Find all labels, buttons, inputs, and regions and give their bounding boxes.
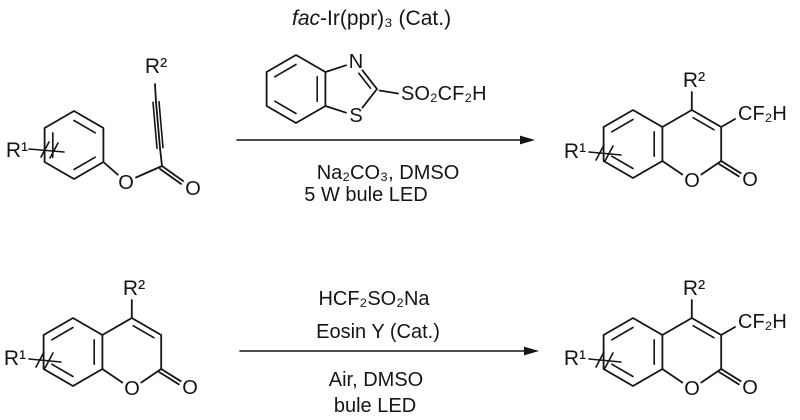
carbonyl-double-bond (720, 160, 742, 175)
arrow-head (520, 135, 535, 145)
c3-c4-double-bond (692, 324, 715, 339)
reaction1-conditions-line2: 5 W bule LED (304, 184, 427, 206)
carbonyl-double-bond (158, 371, 180, 386)
nitrogen-label: N (349, 51, 363, 73)
aromatic-double-bond (274, 63, 297, 78)
alkyne-triple-bond (155, 101, 161, 149)
r1-variable-bond (28, 148, 65, 153)
carbonyl-oxygen-label: O (742, 377, 758, 399)
c2-s-bond (361, 88, 378, 109)
r1-variable-bond (28, 358, 62, 363)
reaction2-reagent-line2: Eosin Y (Cat.) (316, 321, 440, 343)
variable-position-dash (595, 351, 605, 368)
pyranone-ring-bonds (661, 317, 723, 370)
ring-oxygen-label: O (124, 378, 140, 400)
c2-o1-bond (140, 368, 163, 384)
arrow-head (524, 346, 539, 356)
aromatic-double-bond (611, 155, 634, 170)
substrate1-aryl-alkynoate-structure: R¹ O O R² (6, 55, 201, 200)
benzene-ring (43, 110, 105, 180)
difluoromethyl-label: CF₂H (738, 311, 787, 333)
substrate2-coumarin-structure: O O R² R¹ (4, 277, 198, 400)
aromatic-double-bond (274, 100, 297, 115)
single-bond (154, 83, 157, 103)
pyranone-ring-bonds (101, 317, 163, 370)
r2-substituent-label: R² (683, 69, 705, 92)
ring-oxygen-label: O (684, 170, 700, 192)
aromatic-double-bond (611, 326, 634, 341)
carbonyl-double-bond (160, 368, 182, 383)
variable-position-dash (604, 145, 614, 162)
variable-position-dash (604, 352, 614, 369)
variable-position-dash (40, 141, 50, 158)
aromatic-double-bond (611, 118, 634, 133)
cf2h-bond (720, 118, 736, 128)
variable-position-dash (49, 142, 59, 159)
catalyst-italic-prefix: fac (292, 7, 321, 30)
o-c-bond (135, 165, 163, 179)
aromatic-double-bond (51, 363, 74, 378)
ring-oxygen-label: O (684, 378, 700, 400)
r1-substituent-label: R¹ (564, 347, 586, 370)
carbonyl-oxygen-label: O (742, 169, 758, 191)
carbonyl-oxygen-label: O (182, 377, 198, 399)
product1-difluoromethyl-coumarin-structure: O O R² CF₂H R¹ (564, 69, 787, 192)
reagent-benzothiazole-sulfone-structure: N S SO₂CF₂H (265, 51, 487, 127)
variable-position-dash (44, 352, 54, 369)
aromatic-double-bond (73, 119, 96, 134)
alkyne-triple-bond (158, 100, 164, 149)
catalyst-rest: -Ir(ppr)₃ (Cat.) (320, 7, 451, 30)
r2-substituent-label: R² (145, 55, 167, 78)
difluoromethyl-label: CF₂H (738, 103, 787, 125)
n-c2-double-bond (361, 69, 378, 90)
variable-position-dash (595, 144, 605, 161)
c8a-o1-bond (661, 368, 684, 384)
c8a-o1-bond (101, 368, 124, 384)
r2-substituent-label: R² (123, 277, 145, 300)
reaction2-arrow (239, 346, 539, 356)
reaction2-conditions-line1: Air, DMSO (329, 369, 423, 391)
n-c2-double-bond (358, 72, 372, 89)
c2-o1-bond (700, 160, 723, 176)
pyranone-ring-bonds (661, 109, 723, 162)
r1-substituent-label: R¹ (564, 140, 586, 163)
carbonyl-double-bond (718, 163, 740, 178)
c2-o1-bond (700, 368, 723, 384)
r1-variable-bond (588, 358, 622, 363)
s-c-bond (324, 105, 347, 114)
c2-sulfonyl-bond (378, 89, 399, 95)
r1-substituent-label: R¹ (4, 347, 26, 370)
reaction1-conditions-line1: Na₂CO₃, DMSO (317, 162, 460, 184)
carbonyl-double-bond (161, 165, 184, 182)
c8a-o1-bond (661, 160, 684, 176)
r1-variable-bond (588, 151, 622, 156)
alkyne-triple-bond (152, 101, 158, 150)
product2-difluoromethyl-coumarin-structure: O O R² CF₂H R¹ (564, 277, 787, 400)
r1-substituent-label: R¹ (6, 139, 28, 162)
c3-c4-double-bond (692, 116, 715, 131)
single-bond (159, 147, 163, 167)
c-n-bond (324, 64, 347, 73)
aromatic-double-bond (73, 156, 96, 171)
c3-c4-double-bond (132, 324, 155, 339)
ester-oxygen-label: O (118, 172, 134, 194)
aromatic-double-bond (611, 363, 634, 378)
carbonyl-double-bond (720, 368, 742, 383)
carbonyl-double-bond (159, 168, 182, 185)
cf2h-bond (720, 326, 736, 336)
c-o-bond (102, 161, 119, 176)
r2-substituent-label: R² (683, 277, 705, 300)
variable-position-dash (35, 351, 45, 368)
carbonyl-oxygen-label: O (185, 178, 201, 200)
reaction1-arrow (236, 135, 535, 145)
reaction2-conditions-line2: bule LED (334, 395, 416, 417)
catalyst-label: fac-Ir(ppr)₃ (Cat.) (292, 7, 451, 30)
reaction2-reagent-line1: HCF₂SO₂Na (318, 288, 430, 310)
carbonyl-double-bond (718, 371, 740, 386)
sulfone-group-label: SO₂CF₂H (401, 83, 487, 105)
aromatic-double-bond (51, 326, 74, 341)
sulfur-label: S (349, 105, 362, 127)
